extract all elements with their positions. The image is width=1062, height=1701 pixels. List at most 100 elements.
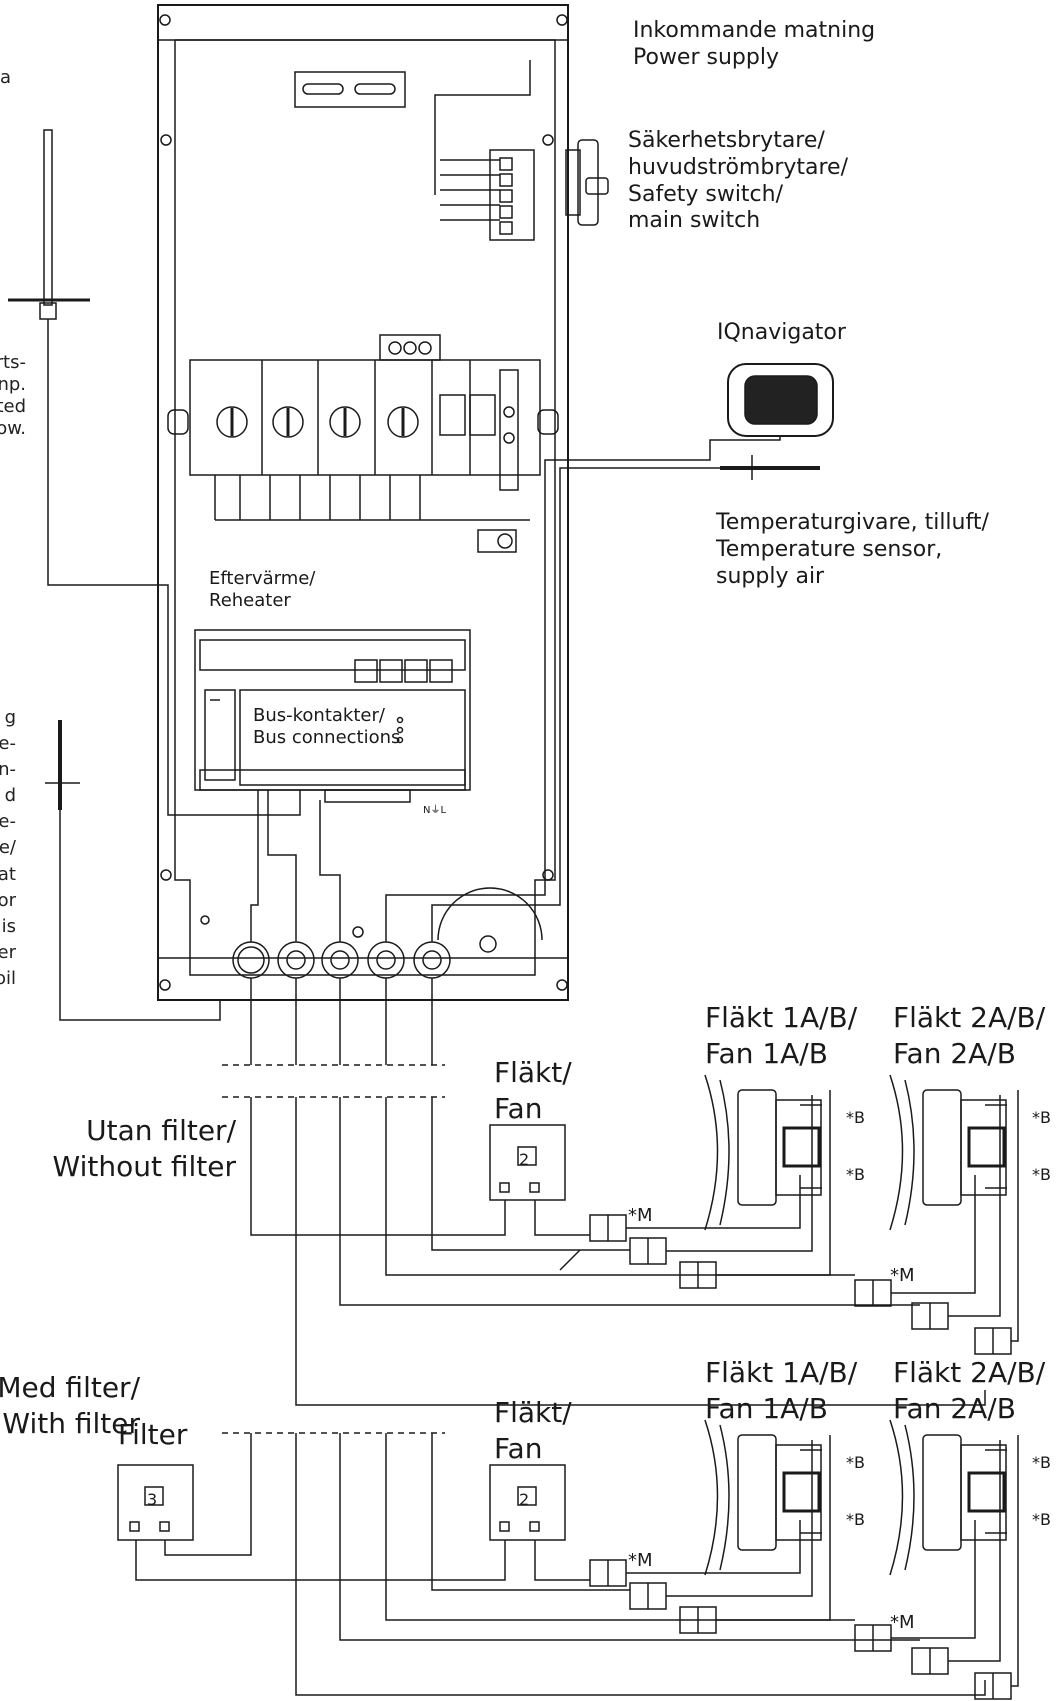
left-fragment-lower-11: oil <box>0 967 16 989</box>
fan-box-number-1: 2 <box>519 1150 530 1169</box>
connectors-without-filter <box>559 1090 1019 1355</box>
left-fragment-mid: rts- np. ted ow. <box>0 352 26 440</box>
mark-b-8: *B <box>1032 1510 1051 1529</box>
control-cabinet <box>157 4 569 1001</box>
mark-b-5: *B <box>846 1453 865 1472</box>
without-filter-label: Utan filter/ Without filter <box>53 1113 236 1186</box>
din-rail-top <box>294 71 406 108</box>
fan1-bottom-line2: Fan 1A/B <box>705 1392 828 1426</box>
fan2-top-line1: Fläkt 2A/B/ <box>893 1001 1046 1034</box>
fan2-label-bottom: Fläkt 2A/B/ Fan 2A/B <box>893 1355 1045 1428</box>
fan2-top-line2: Fan 2A/B <box>893 1037 1016 1071</box>
mark-b-7: *B <box>1032 1453 1051 1472</box>
filter-label: Filter <box>118 1418 188 1451</box>
fan-controller-box-2 <box>489 1464 566 1541</box>
left-fragment-lower-8: or <box>0 889 16 911</box>
controller <box>194 629 471 803</box>
with-filter-line2: With filter <box>2 1407 140 1441</box>
duct-sensor-probe <box>8 129 301 816</box>
left-fragment-mid-3: ted <box>0 395 26 417</box>
internal-wiring <box>250 790 561 942</box>
left-fragment-lower-6: e/ <box>0 837 16 859</box>
fan-bottom-line2: Fan <box>494 1432 543 1466</box>
fan-2-drawing-a <box>889 1074 1007 1231</box>
fan-bottom-line1: Fläkt/ <box>494 1396 572 1429</box>
left-fragment-lower-7: at <box>0 863 16 885</box>
left-fragment-lower-10: er <box>0 941 16 963</box>
temp-sensor-line3: supply air <box>716 563 825 589</box>
fan2-bottom-line2: Fan 2A/B <box>893 1392 1016 1426</box>
cables-without-filter <box>222 978 986 1406</box>
mark-b-2: *B <box>846 1165 865 1184</box>
iqnavigator-label: IQnavigator <box>717 320 846 345</box>
mark-b-1: *B <box>846 1108 865 1127</box>
fan-top-line1: Fläkt/ <box>494 1056 572 1089</box>
supply-terminal-block <box>434 60 535 241</box>
fan1-bottom-line1: Fläkt 1A/B/ <box>705 1356 858 1389</box>
frost-sensor <box>45 720 221 1021</box>
connectors-with-filter <box>589 1435 1019 1700</box>
temp-sensor-line1: Temperaturgivare, tilluft/ <box>716 510 989 535</box>
switch-label-line4: main switch <box>628 208 761 234</box>
fan-label-bottom: Fläkt/ Fan <box>494 1395 572 1468</box>
with-filter-label: Med filter/ With filter <box>0 1370 140 1443</box>
mark-b-6: *B <box>846 1510 865 1529</box>
mark-m-2: *M <box>890 1265 915 1286</box>
supply-label-line2: Power supply <box>633 44 779 70</box>
left-fragment-lower-2: e- <box>0 733 16 755</box>
reheater-line2: Reheater <box>209 589 291 611</box>
breaker-row <box>167 334 559 521</box>
without-filter-line1: Utan filter/ <box>86 1114 236 1147</box>
iqnavigator-device <box>544 363 834 800</box>
supply-label: Inkommande matning Power supply <box>633 18 875 72</box>
left-fragment-lower: g e- n- d e- e/ at or is er oil <box>0 705 16 992</box>
left-fragment-mid-2: np. <box>0 373 26 395</box>
left-fragment-mid-1: rts- <box>0 352 26 373</box>
filter-box <box>117 1464 194 1541</box>
switch-label-line1: Säkerhetsbrytare/ <box>628 128 825 153</box>
fan-2-drawing-b <box>889 1419 1007 1576</box>
left-fragment-lower-1: g <box>4 707 16 728</box>
switch-label-line2: huvudströmbrytare/ <box>628 154 848 180</box>
supply-label-line1: Inkommande matning <box>633 18 876 43</box>
left-fragment-lower-3: n- <box>0 759 16 781</box>
left-fragment-top: a <box>0 67 12 88</box>
without-filter-line2: Without filter <box>52 1150 236 1184</box>
power-terminal-label: N⏚L <box>423 805 447 816</box>
left-fragment-lower-4: d <box>4 785 16 807</box>
fan1-top-line2: Fan 1A/B <box>705 1037 828 1071</box>
supply-air-sensor <box>559 455 820 810</box>
reheater-line1: Eftervärme/ <box>209 568 316 589</box>
left-fragment-mid-4: ow. <box>0 417 26 439</box>
fan-top-line2: Fan <box>494 1092 543 1126</box>
fan-controller-box-1 <box>489 1124 566 1201</box>
left-fragment-lower-9: is <box>1 915 16 937</box>
fan-box-number-2: 2 <box>519 1490 530 1509</box>
ground-terminal <box>477 529 517 553</box>
mark-m-3: *M <box>628 1550 653 1571</box>
filter-box-number: 3 <box>147 1490 158 1509</box>
with-filter-line1: Med filter/ <box>0 1371 140 1404</box>
fan1-label-bottom: Fläkt 1A/B/ Fan 1A/B <box>705 1355 857 1428</box>
switch-label: Säkerhetsbrytare/ huvudströmbrytare/ Saf… <box>628 128 848 235</box>
bus-line1: Bus-kontakter/ <box>253 705 385 726</box>
fan2-bottom-line1: Fläkt 2A/B/ <box>893 1356 1046 1389</box>
left-fragment-lower-5: e- <box>0 811 16 833</box>
fan1-label-top: Fläkt 1A/B/ Fan 1A/B <box>705 1000 857 1073</box>
bus-label: Bus-kontakter/ Bus connections <box>253 705 400 749</box>
mark-m-4: *M <box>890 1612 915 1633</box>
mark-m-1: *M <box>628 1205 653 1226</box>
fan-1-drawing-b <box>704 1419 822 1576</box>
temp-sensor-label: Temperaturgivare, tilluft/ Temperature s… <box>716 510 989 590</box>
fan-1-drawing-a <box>704 1074 822 1231</box>
safety-switch <box>565 139 609 226</box>
mark-b-3: *B <box>1032 1108 1051 1127</box>
fan-label-top: Fläkt/ Fan <box>494 1055 572 1128</box>
cable-glands <box>232 887 543 979</box>
fan2-label-top: Fläkt 2A/B/ Fan 2A/B <box>893 1000 1045 1073</box>
temp-sensor-line2: Temperature sensor, <box>716 536 943 562</box>
mark-b-4: *B <box>1032 1165 1051 1184</box>
bus-line2: Bus connections <box>253 726 401 748</box>
